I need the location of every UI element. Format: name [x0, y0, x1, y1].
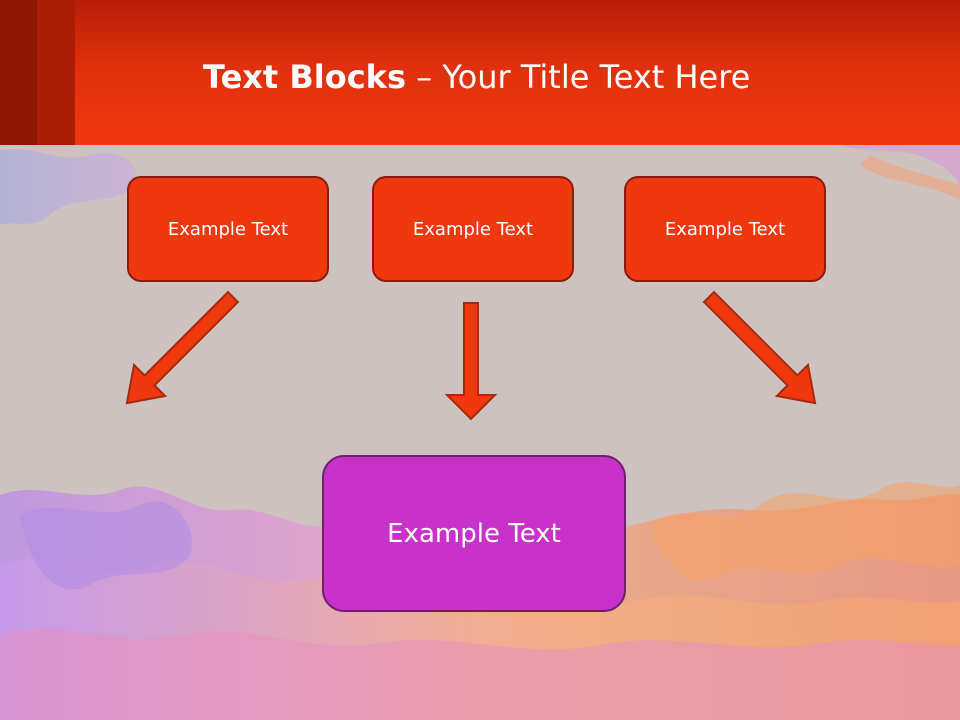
- text-block-center[interactable]: Example Text: [372, 176, 574, 282]
- text-block-result[interactable]: Example Text: [322, 455, 626, 612]
- slide-title: Text Blocks – Your Title Text Here: [203, 55, 750, 99]
- text-block-right-label: Example Text: [664, 218, 786, 240]
- header-stripe-dark: [0, 0, 37, 145]
- text-block-right[interactable]: Example Text: [624, 176, 826, 282]
- header-stripe-medium: [37, 0, 75, 145]
- text-block-left-label: Example Text: [167, 218, 289, 240]
- title-bold-part: Text Blocks: [203, 58, 406, 96]
- flame-background: [0, 145, 960, 720]
- title-separator: –: [406, 58, 443, 96]
- text-block-center-label: Example Text: [412, 218, 534, 240]
- text-block-result-label: Example Text: [387, 518, 561, 549]
- title-regular-part: Your Title Text Here: [442, 58, 751, 96]
- header-band: Text Blocks – Your Title Text Here: [0, 0, 960, 145]
- text-block-left[interactable]: Example Text: [127, 176, 329, 282]
